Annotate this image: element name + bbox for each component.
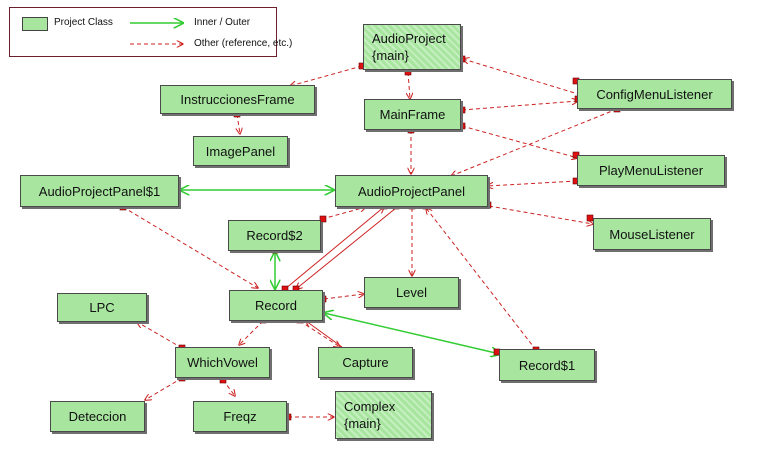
node-audio-project-panel-1[interactable]: AudioProjectPanel$1 <box>20 175 179 207</box>
node-play-menu-listener-name: PlayMenuListener <box>598 163 704 178</box>
node-freqz-name: Freqz <box>223 409 257 424</box>
node-complex[interactable]: Complex {main} <box>335 391 432 439</box>
node-instrucciones-frame-name: InstruccionesFrame <box>180 92 295 107</box>
node-audio-project-panel[interactable]: AudioProjectPanel <box>335 175 488 207</box>
node-record[interactable]: Record <box>229 290 323 321</box>
edge-configmenu-audiopanel <box>451 108 618 176</box>
edge-audioproject-mainframe <box>408 71 410 99</box>
legend-lines <box>130 14 188 54</box>
edge-record-audiopanel-b <box>296 207 397 289</box>
node-config-menu-listener[interactable]: ConfigMenuListener <box>577 79 732 109</box>
legend-label-inner-outer: Inner / Outer <box>194 17 251 28</box>
node-mouse-listener[interactable]: MouseListener <box>593 218 711 250</box>
edge-whichvowel-deteccion <box>145 377 183 400</box>
node-audio-project-panel-name: AudioProjectPanel <box>358 183 465 199</box>
node-capture-name: Capture <box>342 355 389 370</box>
edge-audioproject-instrucciones <box>290 65 363 86</box>
node-lpc-name: LPC <box>89 300 115 315</box>
node-audio-project[interactable]: AudioProject {main} <box>363 24 461 70</box>
edge-audiopanel1-record <box>122 206 258 288</box>
node-main-frame-name: MainFrame <box>379 107 446 122</box>
node-capture[interactable]: Capture <box>318 347 413 378</box>
edge-instrucciones-imagepanel <box>237 113 240 134</box>
node-instrucciones-frame[interactable]: InstruccionesFrame <box>160 85 315 114</box>
node-record-1-name: Record$1 <box>518 357 576 373</box>
edge-record-capture <box>299 320 340 347</box>
node-level[interactable]: Level <box>364 277 459 308</box>
node-record-name: Record <box>255 298 297 313</box>
node-which-vowel[interactable]: WhichVowel <box>175 347 270 378</box>
legend-label-project-class: Project Class <box>54 17 113 28</box>
edge-mainframe-configmenu <box>461 101 578 111</box>
edge-record-whichvowel <box>239 320 264 345</box>
node-record-2[interactable]: Record$2 <box>228 220 321 251</box>
legend-label-other: Other (reference, etc.) <box>194 38 293 49</box>
node-audio-project-sub: {main} <box>372 48 409 63</box>
edge-record-level <box>323 294 364 300</box>
node-level-name: Level <box>395 285 428 300</box>
edge-record2-audiopanel <box>321 207 366 220</box>
edge-playmenu-audiopanel <box>487 180 578 186</box>
node-play-menu-listener[interactable]: PlayMenuListener <box>577 155 725 186</box>
node-complex-name: Complex <box>344 399 396 414</box>
node-image-panel-name: ImagePanel <box>205 143 276 159</box>
node-main-frame[interactable]: MainFrame <box>364 99 461 130</box>
node-lpc[interactable]: LPC <box>57 293 147 322</box>
node-audio-project-panel-1-name: AudioProjectPanel$1 <box>38 183 161 199</box>
edge-record-audiopanel-a <box>284 207 384 290</box>
edge-record-capture-solid <box>306 321 343 348</box>
node-complex-sub: {main} <box>344 416 381 431</box>
node-image-panel[interactable]: ImagePanel <box>193 136 288 166</box>
edge-record-record1 <box>324 313 500 354</box>
edge-whichvowel-lpc <box>137 322 183 349</box>
edge-audioproject-configmenu <box>463 59 579 95</box>
edge-audiopanel-mouselistener <box>488 205 593 224</box>
edge-record1-audiopanel <box>426 208 537 351</box>
node-which-vowel-name: WhichVowel <box>187 355 258 370</box>
node-freqz[interactable]: Freqz <box>193 401 287 432</box>
node-record-1[interactable]: Record$1 <box>499 349 595 381</box>
node-audio-project-name: AudioProject <box>372 31 446 46</box>
legend: Project Class Inner / Outer Other (refer… <box>9 7 292 57</box>
node-deteccion-name: Deteccion <box>68 409 127 424</box>
node-config-menu-listener-name: ConfigMenuListener <box>596 86 713 102</box>
node-deteccion[interactable]: Deteccion <box>50 401 145 432</box>
legend-swatch-project-class <box>22 17 48 31</box>
edge-mainframe-playmenu <box>461 125 578 158</box>
node-mouse-listener-name: MouseListener <box>609 226 695 242</box>
node-record-2-name: Record$2 <box>246 228 303 243</box>
